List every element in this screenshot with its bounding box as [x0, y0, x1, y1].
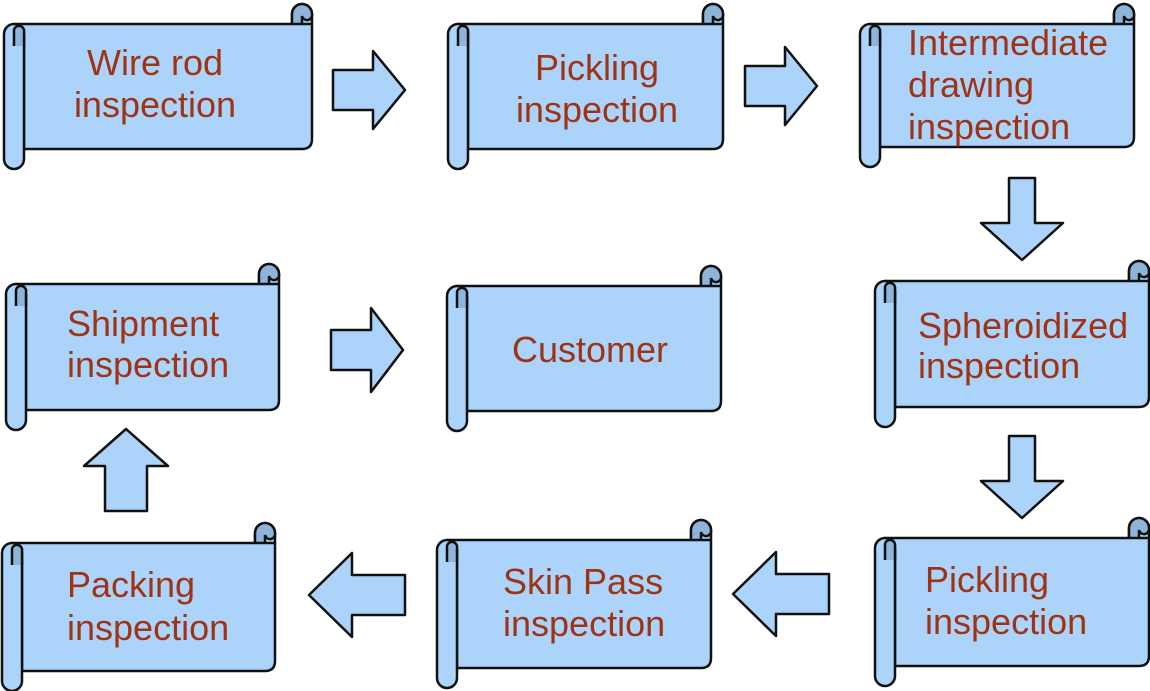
arrow-up-icon — [82, 427, 170, 513]
scroll-node-customer: Customer — [445, 264, 723, 433]
scroll-label-line: inspection — [67, 344, 229, 385]
scroll-label-line: Shipment — [67, 303, 219, 344]
scroll-label-line: inspection — [516, 89, 678, 130]
scroll-curl-left — [12, 24, 26, 46]
arrow-left-icon — [307, 551, 407, 639]
scroll-label-line: inspection — [74, 84, 236, 125]
scroll-curl-right — [699, 264, 723, 286]
scroll-label-line: Pickling — [535, 47, 659, 88]
scroll-label-line: Packing — [67, 564, 195, 605]
scroll-curl-left — [455, 286, 469, 308]
scroll-roll-left — [2, 22, 26, 171]
arrows-layer — [82, 45, 1065, 639]
scroll-label-line: drawing — [908, 64, 1034, 105]
scroll-roll-left — [873, 279, 897, 429]
scroll-label-line: Pickling — [925, 559, 1049, 600]
scroll-label-line: inspection — [503, 603, 665, 644]
scroll-roll-left — [0, 541, 24, 691]
scroll-curl-right — [1127, 516, 1150, 538]
arrow-right-icon — [329, 306, 405, 394]
scroll-label-line: Wire rod — [87, 42, 223, 83]
scroll-curl-right — [290, 2, 314, 24]
scroll-curl-right — [1112, 2, 1136, 24]
scroll-curl-left — [10, 543, 24, 565]
arrow-right-icon — [331, 49, 407, 131]
scroll-label-line: inspection — [67, 607, 229, 648]
scroll-label-line: Spheroidized — [918, 305, 1128, 346]
scroll-curl-left — [883, 538, 897, 560]
scroll-label-line: Customer — [512, 329, 668, 370]
scroll-roll-left — [858, 22, 882, 169]
scroll-curl-right — [253, 521, 277, 543]
scroll-curl-left — [883, 281, 897, 303]
scroll-curl-right — [257, 262, 281, 284]
scroll-label-line: inspection — [925, 601, 1087, 642]
scroll-label-line: inspection — [918, 345, 1080, 386]
scroll-curl-left — [868, 24, 882, 46]
scroll-curl-right — [701, 2, 725, 24]
arrow-left-icon — [731, 550, 831, 638]
scroll-label-line: Skin Pass — [503, 561, 663, 602]
scroll-roll-left — [446, 22, 470, 171]
scroll-label-line: Intermediate — [908, 22, 1108, 63]
scroll-curl-right — [689, 518, 713, 540]
scroll-roll-left — [4, 282, 28, 432]
scroll-roll-left — [435, 538, 459, 690]
scroll-curl-left — [445, 540, 459, 562]
scroll-curl-left — [456, 24, 470, 46]
scroll-curl-right — [1127, 259, 1150, 281]
arrow-right-icon — [743, 45, 819, 127]
arrow-down-icon — [979, 176, 1065, 262]
scroll-curl-left — [14, 284, 28, 306]
scroll-roll-left — [873, 536, 897, 688]
arrow-down-icon — [979, 434, 1065, 520]
scroll-label-line: inspection — [908, 106, 1070, 147]
scroll-roll-left — [445, 284, 469, 433]
